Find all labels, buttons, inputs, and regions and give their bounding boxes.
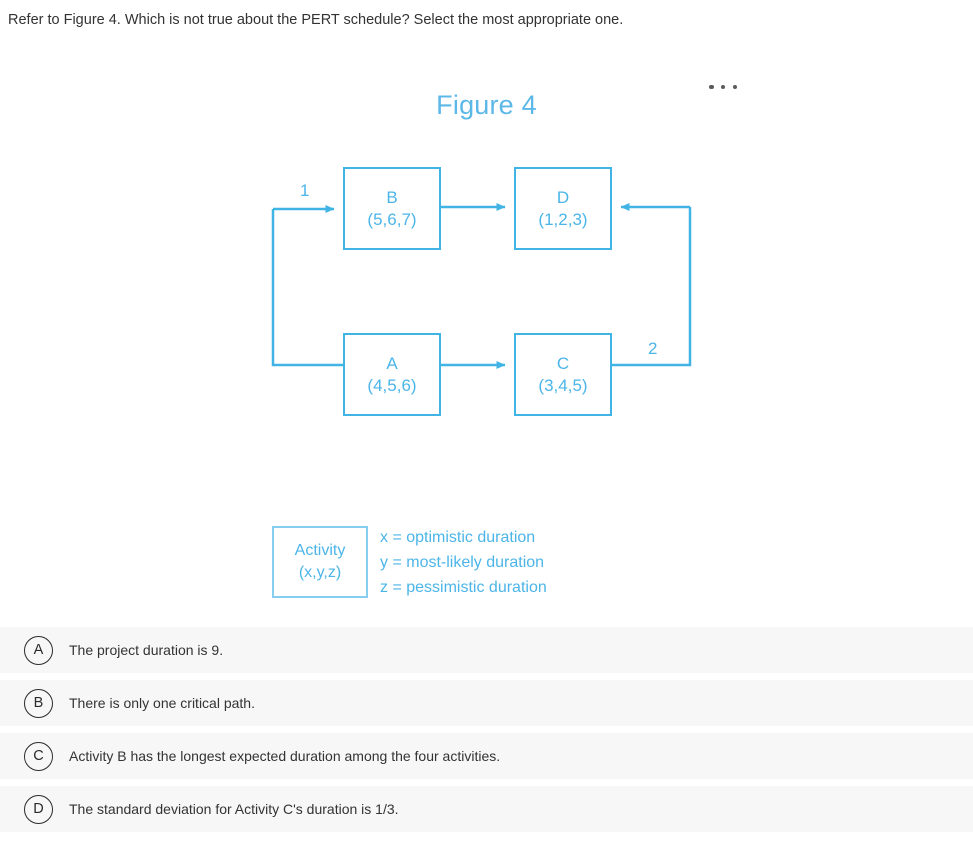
node-D-name: D — [556, 187, 570, 207]
figure-container: Figure 4 — [0, 44, 973, 624]
ellipsis-dot-3 — [732, 84, 737, 90]
option-row-d[interactable]: D The standard deviation for Activity C'… — [0, 786, 973, 832]
edge-start-to-A — [271, 209, 343, 367]
ellipsis-dot-2 — [720, 84, 726, 90]
legend-activity-box: Activity (x,y,z) — [272, 526, 368, 598]
legend-line-z: z = pessimistic duration — [380, 579, 547, 596]
option-text-d: The standard deviation for Activity C's … — [69, 801, 399, 817]
option-text-b: There is only one critical path. — [69, 695, 255, 711]
ellipsis-dot-1 — [709, 84, 714, 90]
node-A: A (4,5,6) — [343, 333, 441, 416]
node-B-duration: (5,6,7) — [367, 209, 417, 229]
option-row-b[interactable]: B There is only one critical path. — [0, 680, 973, 726]
question-prompt: Refer to Figure 4. Which is not true abo… — [8, 12, 624, 28]
diagram-connectors — [271, 203, 692, 369]
legend-line-x: x = optimistic duration — [380, 529, 536, 546]
answer-options: A The project duration is 9. B There is … — [0, 627, 973, 839]
option-text-c: Activity B has the longest expected dura… — [69, 748, 501, 764]
node-A-name: A — [386, 353, 398, 373]
edge-C-to-finish — [612, 207, 692, 367]
option-text-a: The project duration is 9. — [69, 642, 224, 658]
option-badge-a[interactable]: A — [24, 635, 53, 665]
node-C-name: C — [556, 353, 570, 373]
node-D-duration: (1,2,3) — [538, 209, 588, 229]
legend-definitions: x = optimistic duration y = most-likely … — [380, 525, 547, 600]
node-C-duration: (3,4,5) — [538, 375, 588, 395]
option-badge-b[interactable]: B — [24, 688, 53, 718]
legend-activity-subtitle: (x,y,z) — [298, 564, 342, 581]
node-C: C (3,4,5) — [514, 333, 612, 416]
option-badge-d[interactable]: D — [24, 794, 53, 824]
figure-title: Figure 4 — [436, 90, 537, 120]
edge-label-start: 1 — [300, 181, 310, 200]
option-badge-c[interactable]: C — [24, 741, 53, 771]
node-A-duration: (4,5,6) — [367, 375, 417, 395]
node-B: B (5,6,7) — [343, 167, 441, 250]
option-row-a[interactable]: A The project duration is 9. — [0, 627, 973, 673]
node-B-name: B — [386, 187, 398, 207]
legend-activity-title: Activity — [294, 542, 346, 560]
legend-line-y: y = most-likely duration — [380, 554, 545, 571]
node-D: D (1,2,3) — [514, 167, 612, 250]
pert-network-diagram: B (5,6,7) D (1,2,3) A (4,5,6) C (3,4,5) … — [0, 44, 973, 624]
edge-label-finish: 2 — [648, 339, 658, 358]
ellipsis-icon[interactable] — [709, 80, 737, 94]
option-row-c[interactable]: C Activity B has the longest expected du… — [0, 733, 973, 779]
